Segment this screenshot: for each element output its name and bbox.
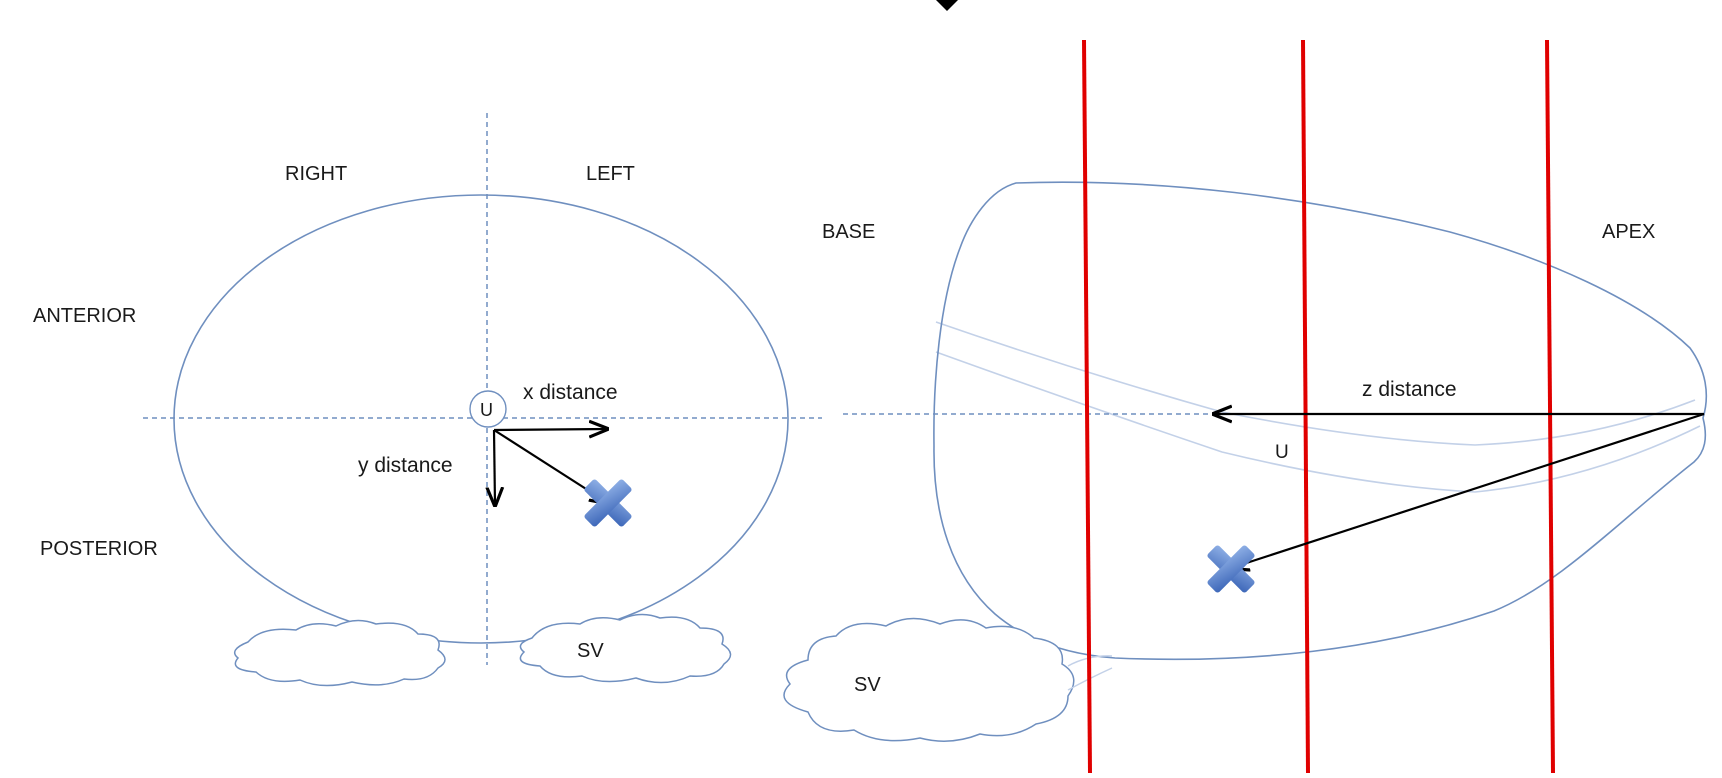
axial-seminal-vesicle-right [233, 619, 446, 687]
label-apex: APEX [1602, 221, 1655, 243]
label-anterior: ANTERIOR [33, 305, 136, 327]
sagittal-prostate-outline [933, 181, 1708, 661]
sagittal-urethra-upper [935, 321, 1696, 446]
slice-line-3 [1545, 39, 1555, 774]
slice-line-2 [1301, 39, 1310, 774]
cross-marker-icon [1207, 545, 1255, 593]
axial-seminal-vesicle-left [519, 613, 732, 684]
cross-marker-icon [584, 479, 632, 527]
y-distance-arrow [494, 429, 495, 505]
sagittal-target-arrow [1231, 412, 1705, 568]
label-right: RIGHT [285, 163, 347, 185]
label-sv-axial: SV [577, 640, 604, 662]
axial-view: RIGHT LEFT ANTERIOR POSTERIOR U x distan… [33, 113, 822, 687]
sagittal-view: BASE APEX z distance U SV [783, 39, 1708, 774]
label-z-distance: z distance [1362, 378, 1457, 401]
label-base: BASE [822, 221, 875, 243]
sagittal-seminal-vesicle [783, 617, 1075, 742]
sagittal-urethra-lower [935, 351, 1701, 493]
label-left: LEFT [586, 163, 635, 185]
label-x-distance: x distance [523, 381, 618, 404]
label-y-distance: y distance [358, 454, 453, 477]
x-distance-arrow [493, 429, 607, 430]
axial-prostate-outline [173, 194, 789, 644]
axial-urethra-circle [469, 390, 507, 428]
diamond-icon [936, 0, 958, 11]
label-urethra-axial: U [480, 400, 493, 420]
label-posterior: POSTERIOR [40, 538, 158, 560]
slice-line-1 [1082, 39, 1092, 774]
label-urethra-sagittal: U [1275, 442, 1289, 463]
label-sv-sagittal: SV [854, 674, 881, 696]
